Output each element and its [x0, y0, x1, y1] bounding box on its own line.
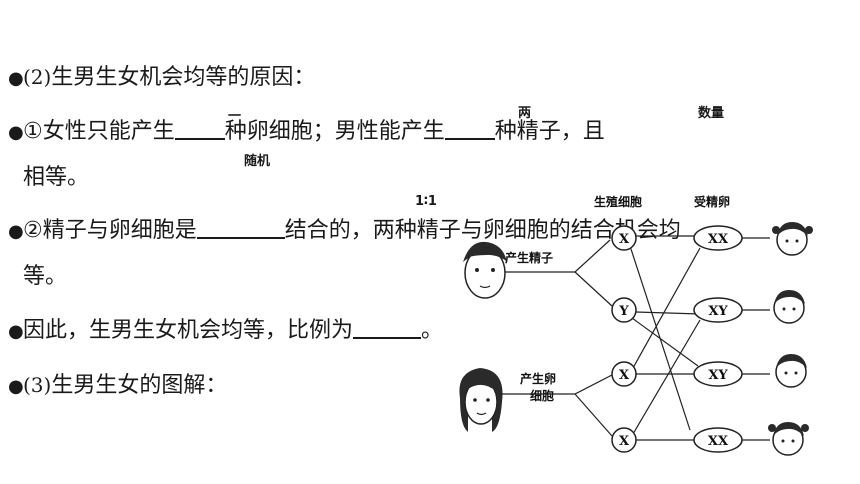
zygote-2-label: XY: [708, 304, 728, 319]
answer-random: 随机: [244, 154, 271, 169]
point-2-text-a: ②精子与卵细胞是: [23, 218, 197, 243]
answer-two: 两: [518, 106, 532, 121]
answer-ratio: 1∶1: [415, 194, 437, 209]
sperm-x-label: X: [619, 232, 630, 247]
point-2-continuation: 等。: [23, 264, 68, 289]
conclusion-end: 。: [421, 318, 444, 343]
zygote-3-label: XY: [708, 368, 728, 383]
blank-ratio: [353, 317, 422, 339]
parent-arrows: [500, 239, 613, 437]
girl-face-icon: [768, 422, 809, 456]
girl-face-icon: [772, 222, 813, 256]
point-1: ●①女性只能产生 种卵细胞；男性能产生 种精子，且: [8, 117, 605, 148]
point-1-text-b: 种卵细胞；男性能产生: [224, 119, 445, 144]
sperm-y: Y: [611, 297, 637, 323]
mother-face-icon: [459, 368, 503, 432]
heading-text: 生男生女的图解：: [51, 373, 228, 398]
heading-text: 生男生女机会均等的原因：: [51, 65, 316, 90]
zygote-1-label: XX: [708, 232, 729, 247]
egg-x-1-label: X: [619, 368, 630, 383]
point-1-text-a: ①女性只能产生: [23, 119, 175, 144]
zygote-2: XY: [693, 297, 743, 323]
blank-sperm-types: [444, 118, 495, 140]
section-number: (3): [23, 373, 52, 397]
heading-diagram: ●(3)生男生女的图解：: [8, 370, 227, 402]
bullet: ●: [8, 321, 24, 342]
label-produce-egg-1: 产生卵: [520, 371, 556, 386]
header-germ-cells: 生殖细胞: [594, 194, 642, 209]
section-number: (2): [23, 65, 52, 89]
zygote-4-label: XX: [708, 434, 729, 449]
egg-x-2-label: X: [619, 434, 630, 449]
blank-random: [196, 217, 285, 239]
sperm-x: X: [611, 225, 637, 251]
heading-reason: ●(2)生男生女机会均等的原因：: [8, 62, 315, 94]
conclusion: ●因此，生男生女机会均等，比例为 。: [8, 316, 443, 347]
header-zygote: 受精卵: [694, 194, 730, 209]
point-1-text-c: 种精子，且: [494, 119, 605, 144]
boy-face-icon: [773, 290, 805, 324]
bullet: ●: [8, 376, 24, 397]
conclusion-text: 因此，生男生女机会均等，比例为: [23, 318, 354, 343]
child-arrows: [742, 237, 770, 441]
bullet: ●: [8, 221, 24, 242]
egg-x-2: X: [611, 427, 637, 453]
answer-quantity: 数量: [698, 106, 725, 121]
point-1-continuation: 相等。: [23, 165, 90, 190]
egg-x-1: X: [611, 361, 637, 387]
boy-face-icon: [775, 354, 807, 388]
answer-one: 一: [228, 109, 242, 124]
bullet: ●: [8, 68, 24, 89]
zygote-1: XX: [693, 225, 743, 251]
label-produce-sperm: 产生精子: [505, 250, 553, 265]
bullet: ●: [8, 122, 24, 143]
blank-egg-types: [174, 118, 225, 140]
zygote-4: XX: [693, 427, 743, 453]
father-face-icon: [463, 241, 507, 299]
sperm-y-label: Y: [618, 304, 629, 319]
label-produce-egg-2: 细胞: [530, 388, 554, 403]
fertilization-lines: [629, 235, 701, 441]
zygote-3: XY: [693, 361, 743, 387]
